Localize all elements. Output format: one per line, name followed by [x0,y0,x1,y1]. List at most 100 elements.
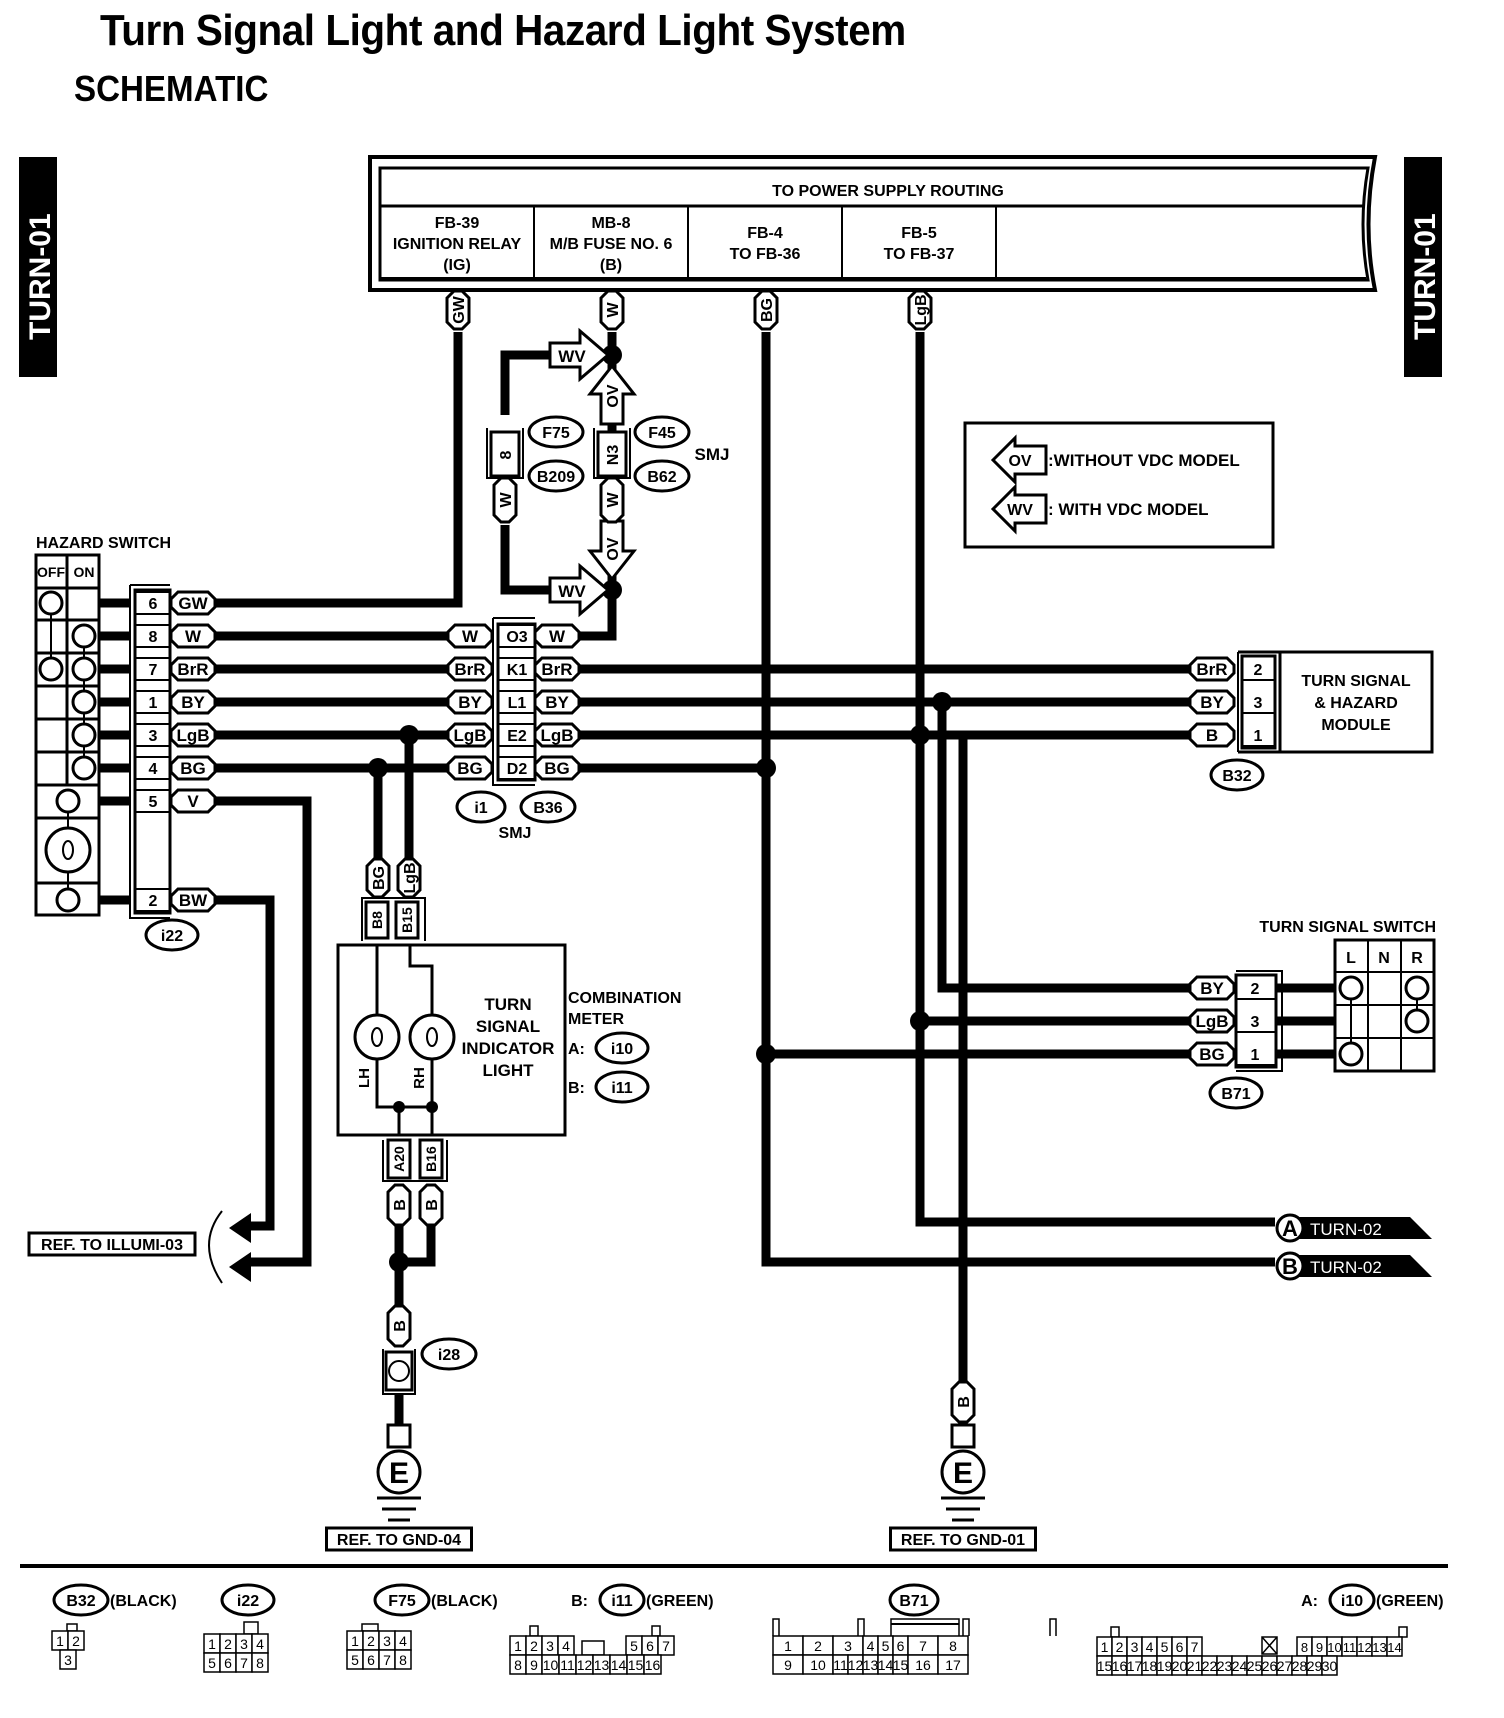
wire-color-label: BG [544,759,570,778]
connector-pin-box [418,1138,444,1180]
junction-dot [602,580,622,600]
meter-connector-prefix: B: [568,1080,585,1097]
wire-lgb-vertical [915,332,1275,1227]
switch-contact [1338,1041,1364,1067]
ground-terminal [950,1423,976,1449]
pin-cell-label: 7 [919,1638,927,1654]
connector-pin-label: 8 [498,450,515,459]
module-title: & HAZARD [1314,695,1398,712]
connector-latch [1398,1626,1408,1638]
vdc-arrow-wv [548,562,611,618]
wire-color-tag [169,689,217,715]
connector-id-label: F45 [648,425,676,442]
connector-id-label: B32 [1222,768,1251,785]
module-pin: 1 [1254,728,1263,745]
connector-shell [361,897,426,941]
connector-id-label: B36 [533,800,562,817]
indicator-light-label: LIGHT [483,1061,535,1080]
wire-color-label: BrR [454,660,485,679]
wire-color-label: W [498,492,515,508]
wire-color-label: BY [1200,979,1224,998]
hazard-pin-number: 1 [149,695,158,712]
wire-color-tag [1188,1008,1236,1034]
connector-id-label: B32 [66,1593,95,1610]
connector-id-label: B71 [1221,1086,1250,1103]
pin-cell [1386,1636,1403,1657]
connector-pin-box [394,900,420,940]
wire-color-label: LgB [402,862,419,893]
power-supply-cell-text: IGNITION RELAY [393,236,522,253]
pin-cell-label: 5 [1161,1639,1169,1655]
connector-id-label: i22 [237,1593,259,1610]
pin-cell-label: 9 [1316,1640,1323,1655]
wire-color-tag [907,289,933,331]
turn02-label: TURN-02 [1310,1220,1382,1239]
turn02-letter-circle [1275,1213,1305,1243]
wire-color-tag [599,476,625,524]
pin-cell-label: 2 [367,1633,375,1649]
wire-color-label: B [1206,726,1218,745]
pin-cell-label: 8 [399,1652,407,1668]
wire-color-label: LgB [1195,1012,1228,1031]
pin-cell-label: 27 [1277,1658,1293,1674]
page-tag-left[interactable]: TURN-01 [19,157,57,377]
power-supply-cell-text: FB-4 [747,225,783,242]
pin-cell-label: 11 [833,1657,848,1673]
connector-id-oval [594,1031,650,1065]
pin-cell-label: 3 [844,1638,852,1654]
wire-color-tag [533,722,581,748]
wire-color-label: B [956,1396,973,1408]
junctions [368,345,952,1272]
indicator-light-label: TURN [484,995,531,1014]
wire-color-tag [1188,975,1236,1001]
page-tag-right[interactable]: TURN-01 [1404,157,1442,377]
connector-id-label: i11 [611,1080,632,1097]
wire-color-tag [169,623,217,649]
power-supply-cell-text: TO FB-36 [730,246,801,263]
pin-cell-label: 21 [1187,1658,1203,1674]
ground-ref-label: REF. TO GND-04 [337,1532,461,1549]
module-title: TURN SIGNAL [1301,673,1411,690]
pin-cell-label: 17 [945,1657,961,1673]
connector-id-oval [455,790,507,824]
connector-id-oval [633,415,691,449]
connector-view-prefix: B: [571,1593,588,1610]
pin-cell-label: 26 [1262,1658,1278,1674]
pin-cell-label: 7 [383,1652,391,1668]
ground-symbol-letter: E [389,1457,409,1490]
turn02-letter: A [1282,1216,1298,1241]
wire-color-tag [950,1380,976,1424]
connector-view-id-oval [52,1583,110,1617]
wire-color-label: B [424,1199,441,1211]
pin-cell-label: 14 [611,1657,627,1673]
connector-pin-box [364,900,390,940]
power-supply-cell-text: (B) [600,257,622,274]
pin-cell-label: 15 [1097,1658,1113,1674]
wire-color-tag [1188,689,1236,715]
wire-color-tag [533,623,581,649]
connector-id-label: i11 [611,1593,632,1610]
connector-id-label: i1 [474,800,487,817]
wire-color-label: BY [181,693,205,712]
switch-contact [55,788,81,814]
wire-color-label: BrR [541,660,572,679]
turn-switch-col: N [1378,950,1390,967]
switch-contact [71,755,97,781]
pin-cell [643,1654,662,1675]
wire-color-tag [1188,722,1236,748]
junction-dot [368,758,388,778]
indicator-bulb-icon [408,1013,456,1061]
connector-id-label: B71 [899,1593,928,1610]
wire-color-label: LgB [540,726,573,745]
pin-cell-label: 11 [560,1657,575,1673]
pin-cell-label: 8 [514,1657,522,1673]
connector-body [133,588,172,915]
pin-cell-label: 15 [628,1657,644,1673]
connector-pin-label: N3 [605,445,622,466]
connector-body [1240,654,1277,750]
